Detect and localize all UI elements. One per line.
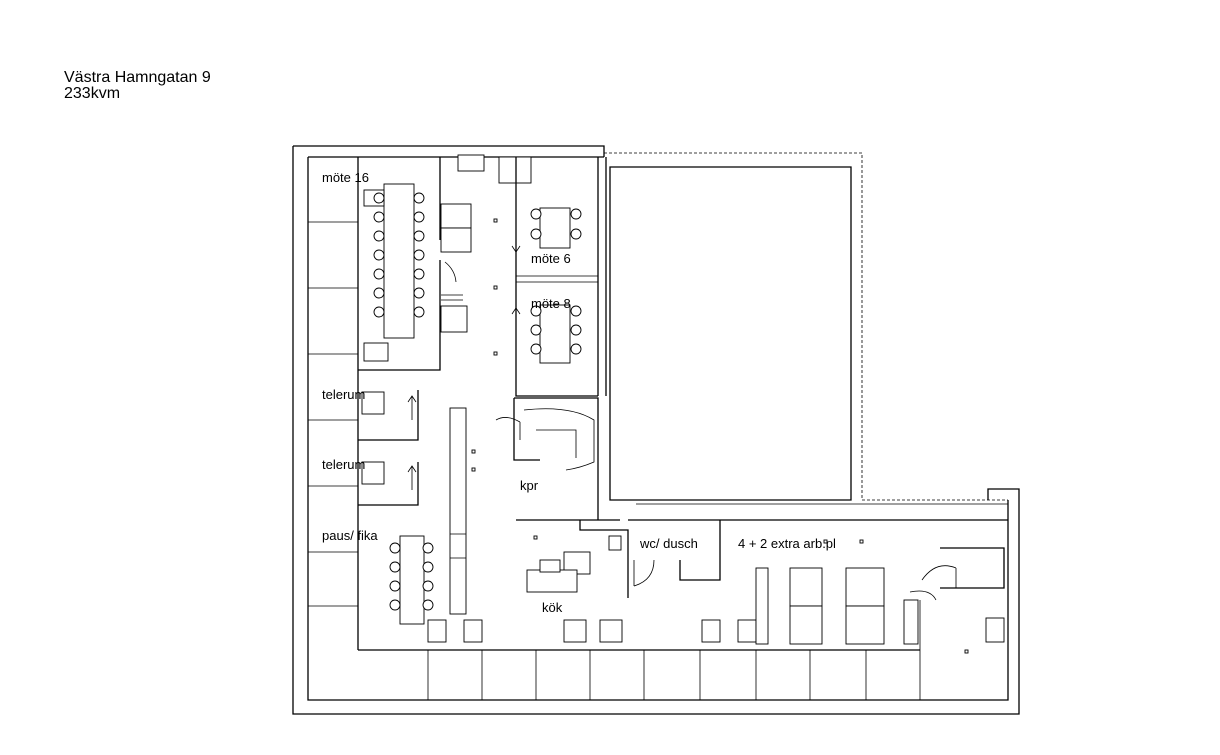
room-label-telerum-1: telerum [322,387,365,402]
telerum-rooms: telerum telerum [322,387,419,506]
bottom-facade-windows [358,600,921,700]
chair [530,324,542,336]
chair [413,287,425,299]
workstation-area: 4 + 2 extra arb.pl [628,503,1008,645]
corridor-furniture [440,154,532,333]
room-label-kok: kök [542,600,563,615]
room-label-mote8: möte 8 [531,296,571,311]
chair [570,228,582,240]
chair [422,599,434,611]
room-label-kpr: kpr [520,478,539,493]
chair [422,542,434,554]
chair [413,230,425,242]
room-label-telerum-2: telerum [322,457,365,472]
chair [413,268,425,280]
chair [570,305,582,317]
chair [422,580,434,592]
chair [570,208,582,220]
chair [389,561,401,573]
wc-kok-area: wc/ dusch kök [516,519,721,615]
chair [530,305,542,317]
mote6-mote8-rooms: möte 6 möte 8 [511,157,598,397]
chair [530,343,542,355]
kpr-room: kpr [495,397,599,520]
chair [570,343,582,355]
chair [389,542,401,554]
room-label-mote16: möte 16 [322,170,369,185]
chair [422,561,434,573]
chair [373,306,385,318]
mote16-room: möte 16 [322,157,441,371]
area-label: 233kvm [64,85,121,102]
central-bench [449,407,467,615]
paus-fika-area: paus/ fika [322,528,434,625]
chair [530,228,542,240]
chair [570,324,582,336]
chair [373,211,385,223]
chair [413,192,425,204]
chair [373,268,385,280]
left-facade-windows [308,157,359,650]
chair [373,192,385,204]
plan-markers [471,218,969,654]
chair [373,287,385,299]
chair [413,249,425,261]
chair [373,249,385,261]
room-label-mote6: möte 6 [531,251,571,266]
chair [530,208,542,220]
room-label-workstations: 4 + 2 extra arb.pl [738,536,836,551]
bottom-furniture-row [427,619,757,643]
outer-walls [292,145,1020,715]
room-label-paus: paus/ fika [322,528,378,543]
room-label-wc: wc/ dusch [639,536,698,551]
chair [389,599,401,611]
chair [373,230,385,242]
chair [413,306,425,318]
chair [413,211,425,223]
chair [389,580,401,592]
plan-header: Västra Hamngatan 9 233kvm [64,70,211,102]
address-label: Västra Hamngatan 9 [64,69,211,86]
